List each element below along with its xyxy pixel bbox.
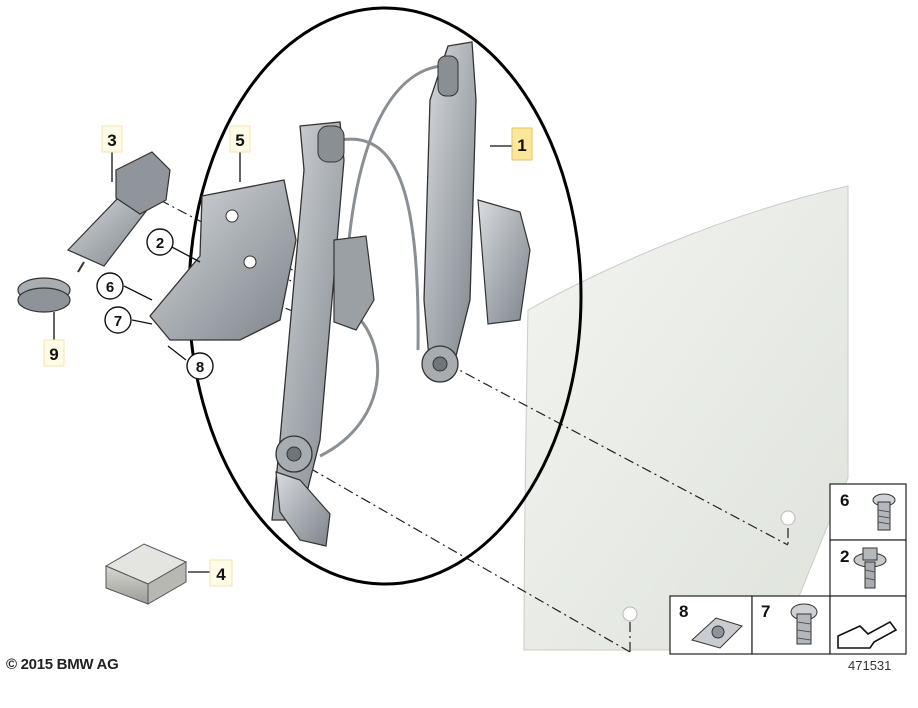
- callout-7-text: 7: [114, 313, 122, 330]
- callout-3: 3: [101, 125, 123, 153]
- mounting-bracket: [149, 179, 297, 341]
- callout-9: 9: [43, 339, 65, 367]
- glass-hole-lower: [622, 606, 638, 622]
- diagram-number: 471531: [848, 658, 892, 673]
- callout-1: 1: [511, 127, 533, 161]
- assembly-lines: [159, 199, 789, 653]
- flange-bolt-2-icon: [853, 547, 887, 589]
- callout-9-text: 9: [49, 345, 58, 364]
- clip-nut-8-icon: [691, 617, 743, 649]
- legend-item-2-label: 2: [840, 547, 849, 566]
- callout-5-text: 5: [235, 131, 244, 150]
- damper-pad: [104, 543, 188, 605]
- leader-lines: [53, 145, 512, 573]
- callout-2: 2: [146, 228, 174, 256]
- callout-5: 5: [229, 125, 251, 153]
- fastener-legend: 6 2 8 7: [669, 483, 907, 655]
- callout-2-text: 2: [156, 235, 164, 252]
- callout-1-text: 1: [517, 136, 526, 155]
- callout-7: 7: [104, 306, 132, 334]
- callout-6-text: 6: [106, 279, 114, 296]
- direction-arrow-icon: [837, 620, 898, 649]
- window-regulator-assembly: [271, 41, 531, 547]
- callout-3-text: 3: [107, 131, 116, 150]
- callout-8: 8: [186, 352, 214, 380]
- bolt-7-icon: [790, 603, 818, 645]
- legend-item-8-label: 8: [679, 602, 688, 621]
- copyright-notice: © 2015 BMW AG: [6, 656, 119, 673]
- motor-cap: [17, 277, 71, 313]
- callout-4-text: 4: [216, 565, 226, 584]
- legend-item-7-label: 7: [761, 602, 770, 621]
- callout-4: 4: [209, 559, 233, 587]
- callout-8-text: 8: [196, 359, 204, 376]
- legend-item-6-label: 6: [840, 491, 849, 510]
- window-glass: [523, 185, 849, 651]
- bolt-6-icon: [872, 493, 896, 531]
- callout-6: 6: [96, 272, 124, 300]
- window-motor: [66, 151, 171, 273]
- glass-hole-upper: [780, 510, 796, 526]
